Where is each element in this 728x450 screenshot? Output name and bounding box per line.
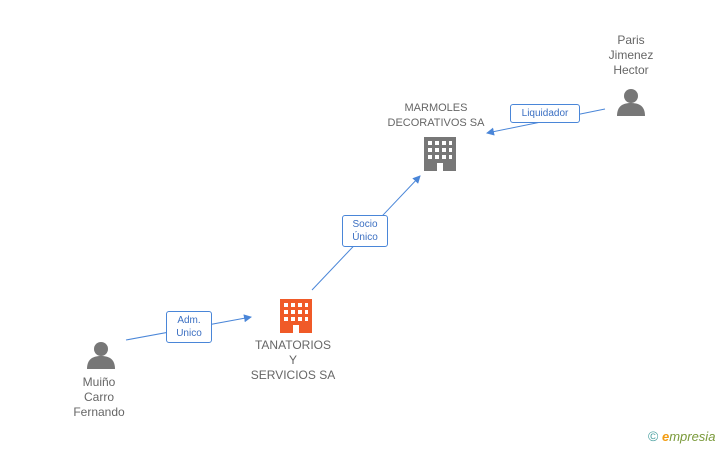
name-line: Jimenez <box>608 48 654 62</box>
name-line: Y <box>288 353 297 367</box>
building-icon <box>280 299 312 333</box>
name-line: DECORATIVOS SA <box>387 117 485 129</box>
name-line: Fernando <box>73 405 125 419</box>
relation-line: Único <box>352 232 378 243</box>
name-line: Muiño <box>82 375 116 389</box>
name-line: SERVICIOS SA <box>250 368 336 382</box>
relation-adm-unico[interactable]: Adm. Unico <box>166 311 212 343</box>
brand-name: mpresia <box>669 429 716 444</box>
relation-line: Socio <box>352 219 378 230</box>
copyright-icon: © <box>648 428 659 444</box>
person-name-paris[interactable]: Paris Jimenez Hector <box>594 33 668 78</box>
brand-initial: e <box>661 429 670 444</box>
person-icon <box>87 342 115 369</box>
building-icon <box>424 137 456 171</box>
company-name-marmoles[interactable]: MARMOLES DECORATIVOS SA <box>376 101 496 131</box>
name-line: Carro <box>83 390 114 404</box>
person-icon <box>617 89 645 116</box>
relation-liquidador[interactable]: Liquidador <box>510 104 580 123</box>
empresia-logo[interactable]: © empresia <box>648 428 715 444</box>
name-line: MARMOLES <box>404 102 468 114</box>
relation-line: Adm. <box>177 315 201 326</box>
name-line: Hector <box>613 63 649 77</box>
company-name-tanatorios[interactable]: TANATORIOS Y SERVICIOS SA <box>238 338 348 383</box>
relation-socio-unico[interactable]: Socio Único <box>342 215 388 247</box>
relation-line: Unico <box>176 328 202 339</box>
name-line: TANATORIOS <box>254 338 331 352</box>
name-line: Paris <box>617 33 645 47</box>
relation-line: Liquidador <box>521 108 569 119</box>
person-name-muino[interactable]: Muiño Carro Fernando <box>62 375 136 420</box>
